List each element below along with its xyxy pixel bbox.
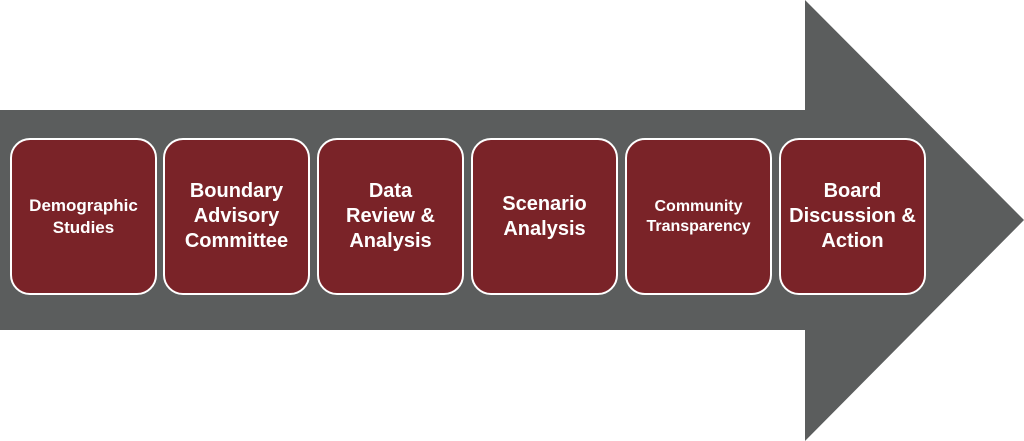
step-scenario-analysis: Scenario Analysis xyxy=(471,138,618,295)
step-board-discussion-action: Board Discussion & Action xyxy=(779,138,926,295)
step-boundary-advisory-committee: Boundary Advisory Committee xyxy=(163,138,310,295)
step-demographic-studies: Demographic Studies xyxy=(10,138,157,295)
step-community-transparency: Community Transparency xyxy=(625,138,772,295)
step-data-review-analysis: Data Review & Analysis xyxy=(317,138,464,295)
step-label: Boundary Advisory Committee xyxy=(184,180,289,252)
step-label: Data Review & Analysis xyxy=(346,180,435,252)
step-label: Board Discussion & Action xyxy=(789,180,916,252)
step-label: Community Transparency xyxy=(646,197,751,235)
step-label: Scenario Analysis xyxy=(502,192,587,240)
step-label: Demographic Studies xyxy=(29,196,138,237)
